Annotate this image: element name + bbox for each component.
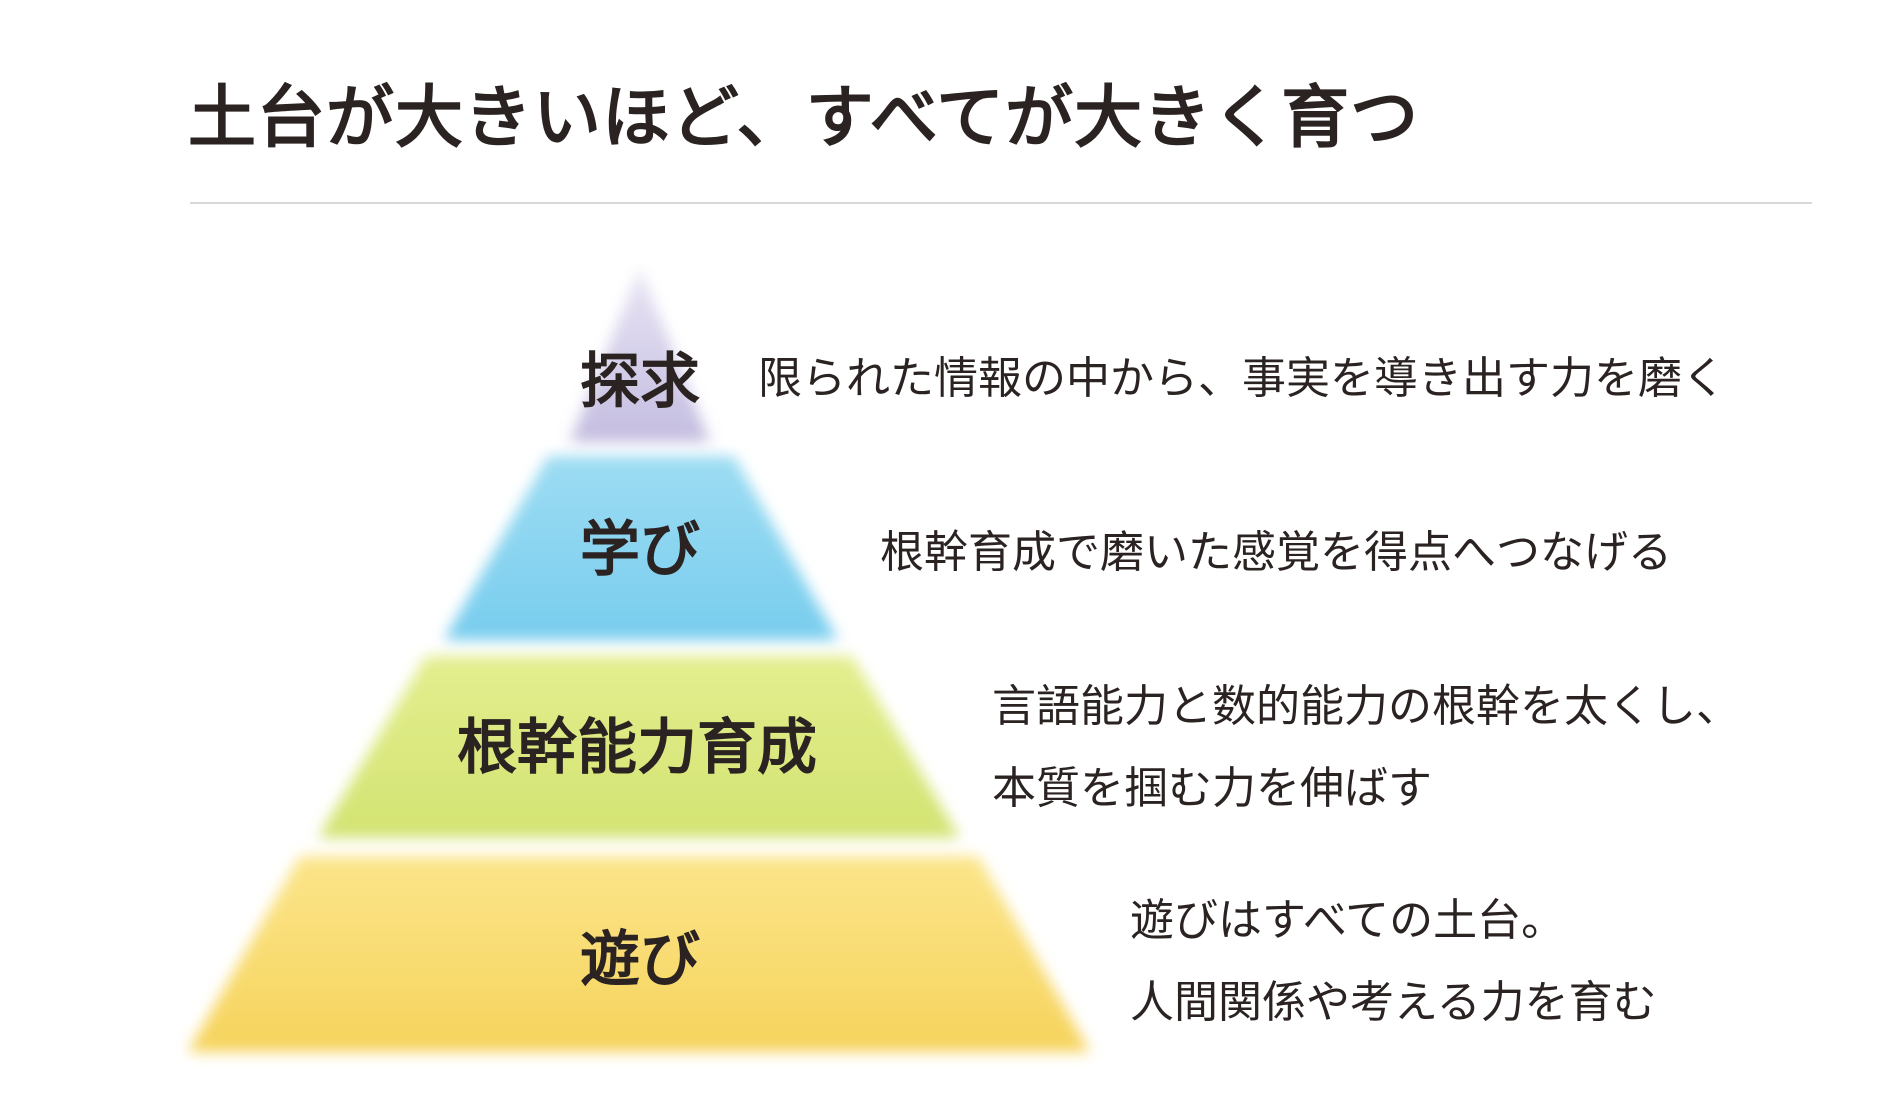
tier-description-line: 本質を掴む力を伸ばす xyxy=(992,763,1432,814)
tier-description-line: 根幹育成で磨いた感覚を得点へつなげる xyxy=(880,527,1672,578)
tier-description-explore: 限られた情報の中から、事実を導き出す力を磨く xyxy=(758,338,1726,420)
tier-label-core: 根幹能力育成 xyxy=(457,713,817,783)
tier-label-play: 遊び xyxy=(580,925,700,995)
tier-shape-core xyxy=(318,656,960,838)
tier-description-core: 言語能力と数的能力の根幹を太くし、 本質を掴む力を伸ばす xyxy=(992,666,1740,830)
tier-description-line: 遊びはすべての土台。 xyxy=(1130,895,1566,946)
tier-shape-explore xyxy=(570,268,710,442)
tier-description-line: 限られた情報の中から、事実を導き出す力を磨く xyxy=(758,353,1726,404)
tier-description-play: 遊びはすべての土台。 人間関係や考える力を育む xyxy=(1130,880,1657,1044)
tier-description-line: 人間関係や考える力を育む xyxy=(1130,977,1657,1028)
tier-label-learning: 学び xyxy=(580,515,700,585)
page-title: 土台が大きいほど、すべてが大きく育つ xyxy=(188,79,1420,158)
tier-description-line: 言語能力と数的能力の根幹を太くし、 xyxy=(992,681,1740,732)
tier-description-learning: 根幹育成で磨いた感覚を得点へつなげる xyxy=(880,512,1672,594)
tier-shape-play xyxy=(188,856,1090,1052)
tier-label-explore: 探求 xyxy=(580,347,700,417)
tier-shape-learning xyxy=(444,456,838,640)
title-divider xyxy=(190,202,1812,204)
